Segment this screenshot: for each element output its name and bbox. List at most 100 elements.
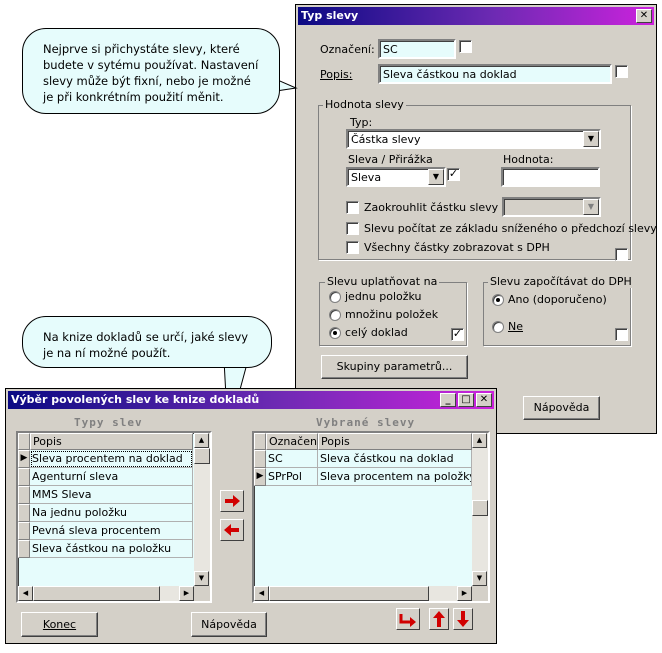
oznaceni-checkbox[interactable] <box>459 40 472 53</box>
radio-cely[interactable] <box>329 327 341 339</box>
chevron-down-icon[interactable]: ▼ <box>583 199 599 215</box>
radio-jedna[interactable] <box>329 291 341 303</box>
sort-arrow-icon <box>399 614 416 627</box>
radio-ne[interactable] <box>492 321 504 333</box>
row-indicator <box>18 522 30 540</box>
scroll-corner <box>194 586 210 601</box>
move-up-button[interactable] <box>429 608 449 630</box>
list-item[interactable]: Pevná sleva procentem <box>30 522 193 540</box>
radio-ne-label: Ne <box>508 320 523 333</box>
scroll-thumb[interactable] <box>472 500 488 516</box>
table-cell-popis[interactable]: Sleva částkou na doklad <box>318 450 472 468</box>
uplatnovat-checkbox[interactable]: ✓ <box>451 327 464 341</box>
typ-select[interactable]: Částka slevy ▼ <box>346 129 601 149</box>
arrow-up-icon <box>433 611 445 627</box>
list-item[interactable]: Agenturní sleva <box>30 468 193 486</box>
dph-checkbox[interactable] <box>615 328 628 341</box>
arrow-left-icon <box>224 524 239 536</box>
arrow-down-icon <box>457 611 469 627</box>
close-icon[interactable]: ✕ <box>476 393 492 407</box>
scroll-left-icon[interactable]: ◀ <box>18 586 33 601</box>
sleva-prirazka-checkbox[interactable]: ✓ <box>447 167 460 181</box>
hodnota-field[interactable] <box>501 167 600 187</box>
typy-slev-heading: Typy slev <box>74 416 143 429</box>
hodnota-label: Hodnota: <box>503 153 554 166</box>
popis-field[interactable]: Sleva částkou na doklad <box>378 64 612 84</box>
list-item[interactable]: Sleva částkou na položku <box>30 540 193 558</box>
radio-mnozina-label: množinu položek <box>345 308 439 321</box>
dph-label: Slevu započítávat do DPH <box>488 275 634 288</box>
column-header-popis[interactable]: Popis <box>30 433 193 450</box>
scroll-thumb[interactable] <box>269 586 429 601</box>
oznaceni-field[interactable]: SC <box>378 39 456 59</box>
oznaceni-label: Označení: <box>320 43 375 56</box>
konec-button-label: Konec <box>42 618 77 631</box>
list-item[interactable]: Na jednu položku <box>30 504 193 522</box>
callout-mid: Na knize dokladů se určí, jaké slevy je … <box>22 316 272 368</box>
zobrazovat-label: Všechny částky zobrazovat s DPH <box>364 241 550 254</box>
row-indicator <box>18 504 30 522</box>
scroll-up-icon[interactable]: ▲ <box>194 433 209 448</box>
vertical-scrollbar[interactable] <box>194 433 210 586</box>
hodnota-slevy-label: Hodnota slevy <box>323 98 406 111</box>
scroll-thumb[interactable] <box>194 448 210 464</box>
typ-slevy-window: Typ slevy ✕ Označení: SC Popis: Sleva čá… <box>295 4 657 434</box>
zaokrouhlit-label: Zaokrouhlit částku slevy na <box>364 201 516 214</box>
popis-checkbox[interactable] <box>615 65 628 78</box>
scroll-down-icon[interactable]: ▼ <box>194 571 209 586</box>
scroll-right-icon[interactable]: ▶ <box>457 586 472 601</box>
typ-label: Typ: <box>350 116 373 129</box>
radio-mnozina[interactable] <box>329 309 341 321</box>
add-selected-button[interactable] <box>220 490 244 512</box>
zobrazovat-checkbox[interactable] <box>346 241 359 254</box>
uplatnovat-label: Slevu uplatňovat na <box>325 275 440 288</box>
vyber-slev-titlebar[interactable]: Výběr povolených slev ke knize dokladů _… <box>8 391 494 409</box>
remove-selected-button[interactable] <box>220 519 244 541</box>
scroll-up-icon[interactable]: ▲ <box>472 433 487 448</box>
zaokrouhlit-checkbox[interactable] <box>346 201 359 214</box>
table-cell-oznaceni[interactable]: SPrPol <box>266 468 318 486</box>
list-item[interactable]: Sleva procentem na doklad <box>30 450 193 468</box>
pocitat-checkbox[interactable] <box>346 222 359 235</box>
list-item[interactable]: MMS Sleva <box>30 486 193 504</box>
konec-button[interactable]: Konec <box>21 612 98 637</box>
scroll-right-icon[interactable]: ▶ <box>179 586 194 601</box>
typy-slev-grid[interactable]: Popis ▶ Sleva procentem na doklad Agentu… <box>16 431 212 603</box>
close-icon[interactable]: ✕ <box>636 9 652 23</box>
chevron-down-icon[interactable]: ▼ <box>428 169 444 185</box>
row-indicator <box>18 486 30 504</box>
sleva-prirazka-select[interactable]: Sleva ▼ <box>346 167 446 187</box>
table-cell-oznaceni[interactable]: SC <box>266 450 318 468</box>
typ-slevy-napoveda-button[interactable]: Nápověda <box>523 396 600 420</box>
column-header-oznaceni[interactable]: Označení <box>266 433 320 450</box>
chevron-down-icon[interactable]: ▼ <box>583 131 599 147</box>
popis-label: Popis: <box>320 68 353 81</box>
zaokrouhlit-select[interactable]: ▼ <box>502 197 601 217</box>
move-down-button[interactable] <box>453 608 473 630</box>
hodnota-group-checkbox[interactable] <box>615 248 628 261</box>
skupiny-parametru-button[interactable]: Skupiny parametrů... <box>321 355 468 379</box>
radio-cely-label: celý doklad <box>345 326 408 339</box>
scroll-thumb[interactable] <box>33 586 160 601</box>
sleva-prirazka-value: Sleva <box>351 171 382 184</box>
grid-corner <box>254 433 266 450</box>
column-header-popis[interactable]: Popis <box>318 433 472 450</box>
table-cell-popis[interactable]: Sleva procentem na položky <box>318 468 472 486</box>
maximize-icon[interactable]: □ <box>458 393 474 407</box>
radio-jedna-label: jednu položku <box>345 290 422 303</box>
minimize-icon[interactable]: _ <box>440 393 456 407</box>
sort-button[interactable] <box>396 608 420 630</box>
hodnota-slevy-group <box>318 105 631 260</box>
typ-slevy-titlebar[interactable]: Typ slevy ✕ <box>298 7 654 25</box>
row-indicator <box>18 468 30 486</box>
scroll-down-icon[interactable]: ▼ <box>472 571 487 586</box>
pocitat-label: Slevu počítat ze základu sníženého o pře… <box>364 222 657 235</box>
vyber-napoveda-button[interactable]: Nápověda <box>191 612 267 637</box>
vyber-slev-window: Výběr povolených slev ke knize dokladů _… <box>5 388 497 644</box>
callout-top: Nejprve si přichystáte slevy, které bude… <box>22 28 280 114</box>
row-indicator: ▶ <box>18 450 30 468</box>
row-indicator <box>18 540 30 558</box>
vybrane-slevy-grid[interactable]: Označení Popis SC Sleva částkou na dokla… <box>252 431 490 603</box>
scroll-left-icon[interactable]: ◀ <box>254 586 269 601</box>
radio-ano[interactable] <box>492 294 504 306</box>
